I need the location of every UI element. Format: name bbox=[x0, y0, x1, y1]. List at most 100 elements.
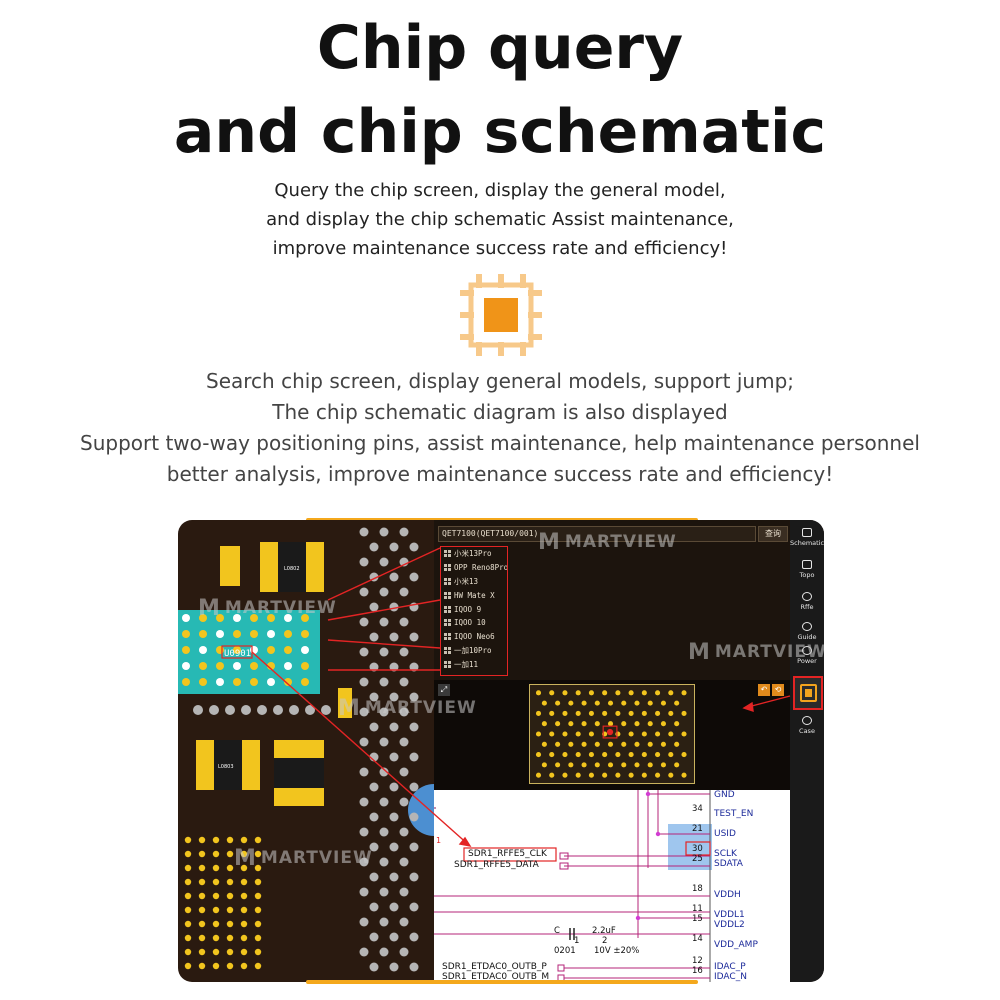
pcb-pad bbox=[254, 864, 262, 872]
list-item[interactable]: 一加11 bbox=[441, 657, 507, 671]
pcb-pad bbox=[389, 872, 399, 882]
pcb-pad bbox=[240, 892, 248, 900]
pcb-pad bbox=[240, 836, 248, 844]
pcb-pad bbox=[379, 527, 389, 537]
pcb-pad bbox=[184, 892, 192, 900]
sidebar-item-chip[interactable] bbox=[793, 676, 823, 710]
pcb-pad bbox=[409, 662, 419, 672]
sidebar-item-schematic[interactable]: Schematic bbox=[790, 528, 824, 547]
pcb-pad bbox=[409, 752, 419, 762]
pcb-pad bbox=[535, 731, 542, 737]
pcb-pad bbox=[216, 646, 224, 654]
pcb-pad bbox=[359, 677, 369, 687]
grid-icon bbox=[444, 564, 451, 572]
search-button[interactable]: 查询 bbox=[758, 526, 788, 542]
pcb-pad bbox=[399, 587, 409, 597]
pcb-pad bbox=[668, 731, 674, 737]
pcb-pad bbox=[575, 752, 581, 758]
pin-number: 15 bbox=[692, 914, 703, 924]
pcb-pad bbox=[399, 917, 409, 927]
sidebar-item-guide[interactable]: Guide bbox=[790, 622, 824, 641]
pin-name: IDAC_P bbox=[714, 962, 746, 972]
list-item[interactable]: 小米13 bbox=[441, 575, 507, 589]
pin-name: VDDL2 bbox=[714, 920, 745, 930]
pin-number: 21 bbox=[692, 824, 703, 834]
list-item[interactable]: IQOO 10 bbox=[441, 616, 507, 630]
pcb-pad bbox=[379, 917, 389, 927]
pcb-pad bbox=[301, 646, 309, 654]
pcb-pad bbox=[409, 872, 419, 882]
sidebar-item-rffe[interactable]: Rffe bbox=[790, 592, 824, 611]
pcb-pad bbox=[226, 934, 234, 942]
undo-icon[interactable]: ↶ bbox=[758, 684, 770, 696]
expand-icon[interactable]: ⤢ bbox=[438, 684, 450, 696]
pcb-board-view[interactable]: U0901 L0802 L0803 bbox=[178, 520, 434, 982]
chip-search-input[interactable]: QET7100(QET7100/001) bbox=[438, 526, 756, 542]
pcb-pad bbox=[369, 632, 379, 642]
pcb-pad bbox=[305, 705, 315, 715]
search-panel: QET7100(QET7100/001) 查询 小米13Pro OPP Reno… bbox=[434, 520, 790, 680]
pcb-pad bbox=[369, 722, 379, 732]
pcb-pad bbox=[182, 630, 190, 638]
capacitor-rating: 10V ±20% bbox=[594, 946, 640, 956]
grid-icon bbox=[444, 550, 451, 558]
pcb-pad bbox=[233, 646, 241, 654]
pcb-pad bbox=[389, 632, 399, 642]
pcb-pad bbox=[301, 678, 309, 686]
pcb-pad bbox=[575, 710, 581, 716]
pin-marker: 1 bbox=[436, 836, 442, 845]
pcb-pad bbox=[212, 920, 220, 928]
pcb-pad bbox=[369, 872, 379, 882]
pcb-pad bbox=[226, 878, 234, 886]
pcb-pad bbox=[379, 947, 389, 957]
pcb-pad bbox=[198, 892, 206, 900]
pcb-pad bbox=[369, 572, 379, 582]
sidebar-item-case[interactable]: Case bbox=[790, 716, 824, 735]
pcb-pad bbox=[379, 827, 389, 837]
list-item[interactable]: 一加10Pro bbox=[441, 644, 507, 658]
pcb-pad bbox=[284, 630, 292, 638]
sidebar-item-topo[interactable]: Topo bbox=[790, 560, 824, 579]
rotate-icon[interactable]: ⟲ bbox=[772, 684, 784, 696]
pcb-pad bbox=[535, 752, 542, 758]
pcb-pad bbox=[399, 677, 409, 687]
pcb-pad bbox=[621, 762, 627, 768]
app-screenshot: U0901 L0802 L0803 QET7100(QET7100/001) 查… bbox=[178, 520, 824, 982]
pcb-pad bbox=[389, 932, 399, 942]
list-item[interactable]: 小米13Pro bbox=[441, 547, 507, 561]
pcb-pad bbox=[216, 614, 224, 622]
chip-pinout-view[interactable] bbox=[529, 684, 695, 784]
pcb-pad bbox=[647, 762, 653, 768]
pcb-pad bbox=[250, 614, 258, 622]
pcb-pad bbox=[674, 762, 680, 768]
list-item[interactable]: IQOO Neo6 bbox=[441, 630, 507, 644]
pcb-pad bbox=[212, 836, 220, 844]
pcb-pad bbox=[668, 690, 674, 696]
pin-number: 14 bbox=[692, 934, 703, 944]
part-label: L0803 bbox=[218, 764, 234, 770]
pcb-pad bbox=[568, 741, 574, 747]
pin-name: TEST_EN bbox=[714, 809, 754, 819]
schematic-view[interactable]: GND 34 TEST_EN 21 USID 30 SCLK 25 SDATA … bbox=[434, 790, 790, 982]
page-title-line2: and chip schematic bbox=[173, 97, 827, 167]
pcb-pad bbox=[359, 737, 369, 747]
pcb-pad bbox=[379, 887, 389, 897]
pcb-pad bbox=[212, 934, 220, 942]
pcb-pad bbox=[641, 710, 647, 716]
pcb-pad bbox=[240, 920, 248, 928]
pcb-pad bbox=[184, 920, 192, 928]
list-item[interactable]: OPP Reno8Pro bbox=[441, 561, 507, 575]
pcb-pad bbox=[628, 752, 634, 758]
pin-name: VDDH bbox=[714, 890, 741, 900]
list-item[interactable]: IQOO 9 bbox=[441, 602, 507, 616]
pcb-pad bbox=[389, 782, 399, 792]
case-icon bbox=[802, 716, 812, 725]
pcb-pad bbox=[647, 700, 653, 706]
pcb-pad bbox=[607, 762, 614, 768]
pcb-pad bbox=[535, 710, 542, 716]
list-item[interactable]: HW Mate X bbox=[441, 588, 507, 602]
sidebar-item-power[interactable]: Power bbox=[790, 646, 824, 665]
pin-name: GND bbox=[714, 790, 735, 800]
pcb-pad bbox=[267, 646, 275, 654]
